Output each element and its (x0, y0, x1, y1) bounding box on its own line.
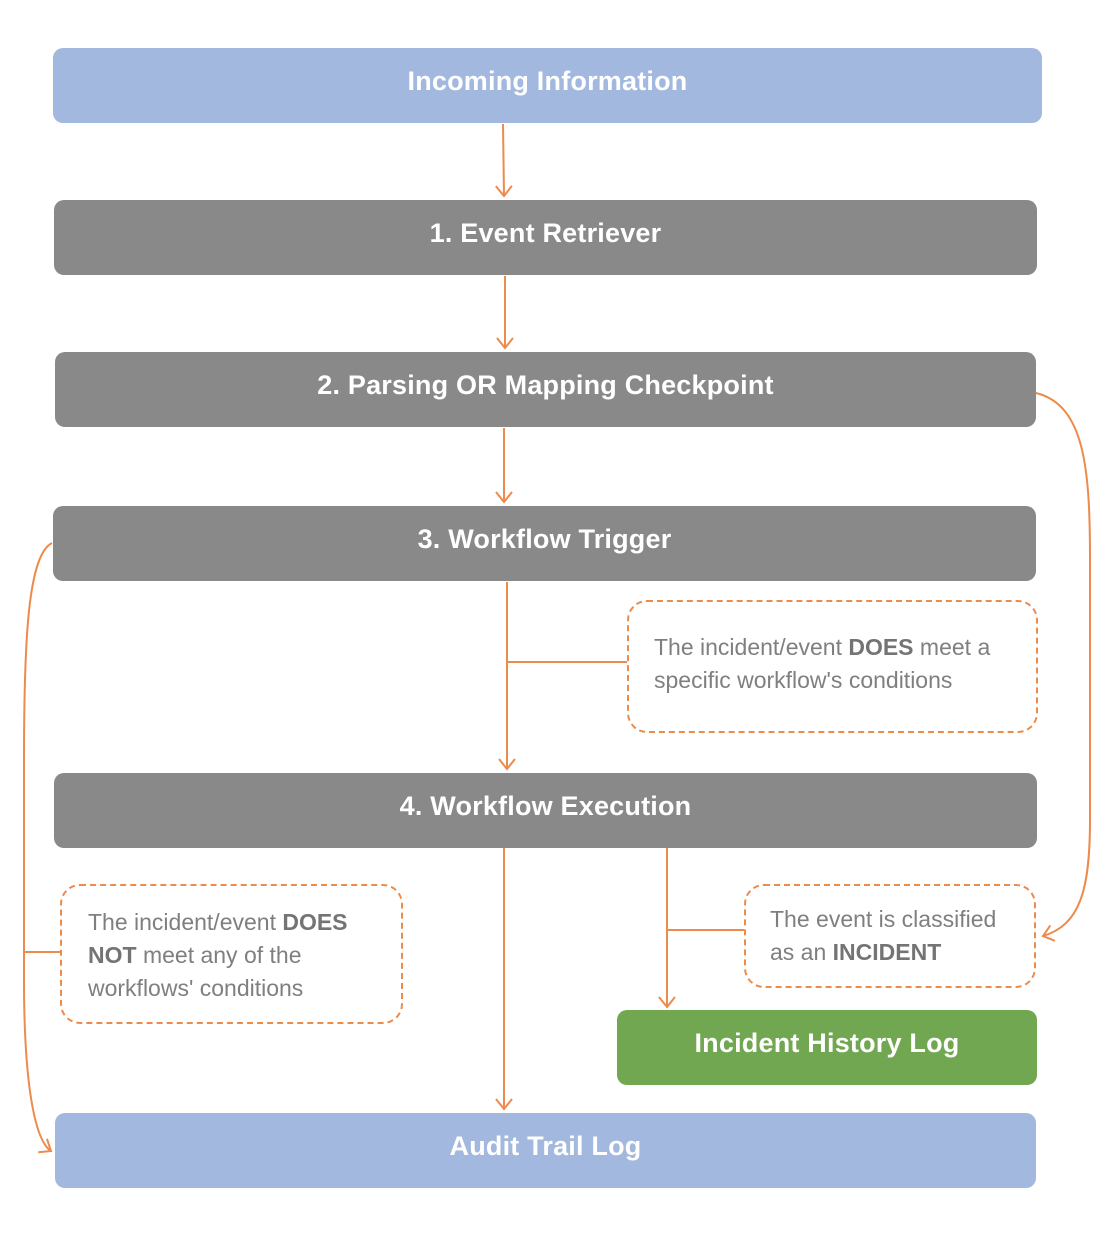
incoming-information-node: Incoming Information (53, 48, 1042, 123)
meets-note-text: The incident/event (654, 634, 849, 660)
workflow-trigger-node: 3. Workflow Trigger (53, 506, 1036, 581)
not-meets-note-text-end: meet any of the workflows' conditions (88, 942, 304, 1001)
incoming-information-label: Incoming Information (407, 66, 688, 96)
incident-history-log-label: Incident History Log (694, 1028, 960, 1058)
meets-note-emphasis: DOES (848, 634, 914, 660)
parsing-mapping-checkpoint-node: 2. Parsing OR Mapping Checkpoint (55, 352, 1036, 427)
workflow-execution-node: 4. Workflow Execution (54, 773, 1037, 848)
event-retriever-node: 1. Event Retriever (54, 200, 1037, 275)
parsing-mapping-checkpoint-label: 2. Parsing OR Mapping Checkpoint (317, 370, 774, 400)
audit-trail-log-label: Audit Trail Log (449, 1131, 642, 1161)
workflow-trigger-label: 3. Workflow Trigger (417, 524, 672, 554)
meets-conditions-note: The incident/event DOES meet a specific … (627, 600, 1038, 733)
incident-history-log-node: Incident History Log (617, 1010, 1037, 1085)
not-meets-note-text: The incident/event (88, 909, 283, 935)
not-meets-conditions-note: The incident/event DOES NOT meet any of … (60, 884, 403, 1024)
workflow-execution-label: 4. Workflow Execution (399, 791, 692, 821)
meets-note-text-end: meet a specific workflow's conditions (654, 634, 991, 693)
classified-note-text: The event is classified as an (770, 906, 997, 965)
classified-note-emphasis: INCIDENT (832, 939, 942, 965)
audit-trail-log-node: Audit Trail Log (55, 1113, 1036, 1188)
arrow-step2-to-incident-note (1035, 392, 1091, 942)
not-meets-note-emphasis: DOES NOT (88, 909, 348, 968)
arrow-incoming-to-step1 (495, 123, 513, 198)
classified-incident-note: The event is classified as an INCIDENT (744, 884, 1036, 988)
event-retriever-label: 1. Event Retriever (429, 218, 662, 248)
arrow-step3-to-audit (23, 542, 53, 1154)
